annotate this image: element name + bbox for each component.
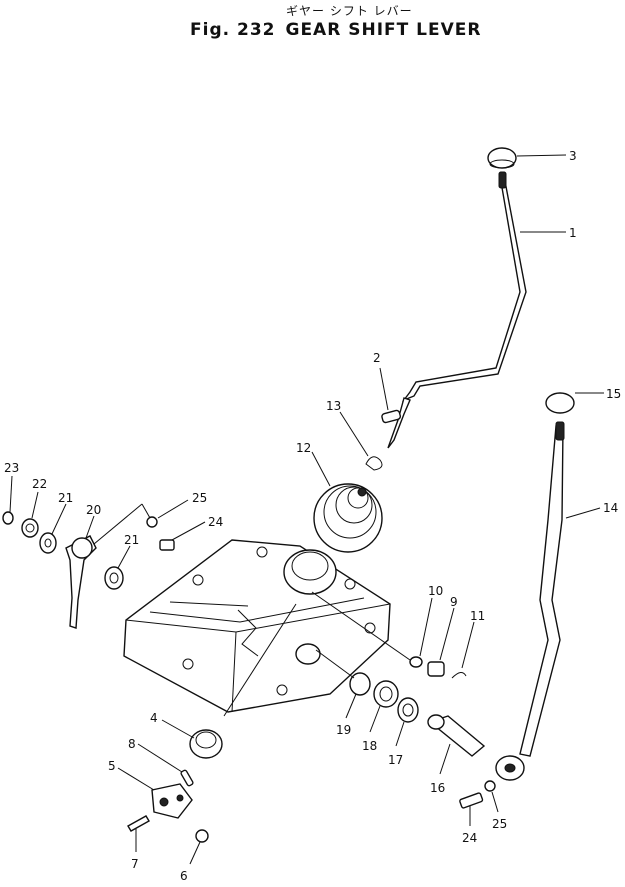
part-24-bolt-top (159, 539, 175, 551)
part-18-bearing (373, 680, 399, 708)
part-6-nut (195, 829, 209, 843)
callout-7: 7 (131, 857, 139, 871)
callout-6: 6 (180, 869, 188, 883)
callout-8: 8 (128, 737, 136, 751)
callout-13: 13 (326, 399, 341, 413)
part-2-pin (381, 409, 402, 424)
callout-25-bottom: 25 (492, 817, 507, 831)
part-25-washer-bottom (484, 780, 496, 792)
part-19-bearing (349, 672, 371, 696)
part-24-bolt-bottom (459, 792, 484, 809)
part-13-clip (365, 456, 383, 471)
callout-20: 20 (86, 503, 101, 517)
callout-25-top: 25 (192, 491, 207, 505)
part-22-bearing (21, 518, 39, 538)
part-1-shift-lever (387, 171, 527, 449)
callout-14: 14 (603, 501, 618, 515)
callout-18: 18 (362, 739, 377, 753)
part-15-knob (545, 392, 575, 414)
callout-5: 5 (108, 759, 116, 773)
part-8-pin (180, 769, 194, 787)
callout-12: 12 (296, 441, 311, 455)
figure-name: GEAR SHIFT LEVER (285, 20, 482, 40)
figure-title: Fig. 232 GEAR SHIFT LEVER (190, 20, 491, 40)
callout-24-top: 24 (208, 515, 223, 529)
leader-lines (9, 154, 604, 865)
callout-21-mid: 21 (124, 533, 139, 547)
part-5-block (151, 783, 193, 819)
callout-17: 17 (388, 753, 403, 767)
callout-19: 19 (336, 723, 351, 737)
part-21-washer-left (39, 532, 57, 554)
callout-9: 9 (450, 595, 458, 609)
part-21-washer-mid (104, 566, 124, 590)
part-11-ring (451, 672, 467, 679)
callout-4: 4 (150, 711, 158, 725)
part-7-pin (127, 815, 150, 832)
part-10-o-ring (409, 656, 423, 668)
callout-15: 15 (606, 387, 621, 401)
part-23-nut (2, 511, 14, 525)
callout-22: 22 (32, 477, 47, 491)
figure-number: Fig. 232 (190, 20, 276, 40)
callout-10: 10 (428, 584, 443, 598)
transmission-case (123, 539, 391, 713)
part-4-cap (189, 729, 223, 759)
callout-11: 11 (470, 609, 485, 623)
callout-1: 1 (569, 226, 577, 240)
part-20-lever-arm (65, 535, 97, 629)
callout-23: 23 (4, 461, 19, 475)
part-17-washer (397, 697, 419, 723)
callout-labels: 3 1 2 15 13 12 14 23 22 21 20 25 24 21 1… (4, 149, 621, 883)
part-25-washer-top (146, 516, 158, 528)
callout-21-left: 21 (58, 491, 73, 505)
part-12-rubber-boot (313, 483, 383, 553)
part-14-shift-lever (495, 421, 565, 781)
assembly-guide-lines (93, 503, 411, 717)
callout-24-bottom: 24 (462, 831, 477, 845)
title-japanese: ギヤー シフト レバー (286, 4, 413, 18)
part-9-plug (427, 661, 445, 677)
callout-16: 16 (430, 781, 445, 795)
part-3-knob (487, 147, 517, 169)
callout-2: 2 (373, 351, 381, 365)
part-16-shaft (427, 714, 486, 757)
callout-3: 3 (569, 149, 577, 163)
